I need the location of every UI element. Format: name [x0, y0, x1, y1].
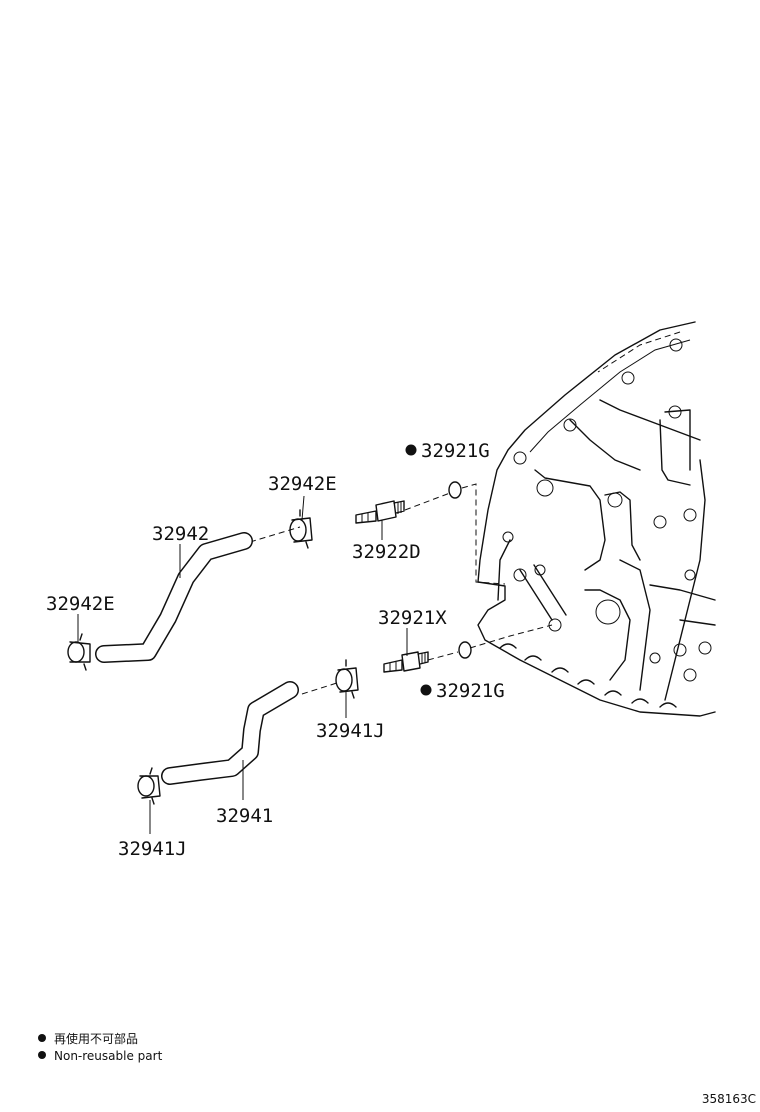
- upper-hose-assembly: [67, 481, 506, 671]
- legend-japanese: 再使用不可部品: [38, 1031, 138, 1047]
- union-fitting-icon: [383, 651, 429, 673]
- part-label-32941: 32941: [216, 805, 273, 827]
- part-label-32942E-top: 32942E: [268, 473, 337, 495]
- clamp-icon: [335, 659, 359, 699]
- clamp-icon: [137, 767, 161, 805]
- legend-jp-text: 再使用不可部品: [54, 1032, 139, 1046]
- non-reusable-dot-icon: [405, 444, 417, 456]
- non-reusable-dot-icon: [38, 1034, 46, 1042]
- legend-en-text: Non-reusable part: [54, 1049, 163, 1063]
- union-fitting-icon: [355, 500, 405, 524]
- part-label-32942: 32942: [152, 523, 209, 545]
- clamp-icon: [289, 509, 313, 549]
- part-label-32941J-mid: 32941J: [316, 720, 385, 742]
- o-ring-icon: [448, 481, 462, 499]
- leader-lines: [77, 495, 408, 834]
- reference-code: 358163C: [701, 1092, 756, 1106]
- part-label-32922D: 32922D: [352, 541, 421, 563]
- non-reusable-dot-icon: [38, 1051, 46, 1059]
- o-ring-icon: [458, 641, 472, 659]
- part-label-32941J-bottom: 32941J: [118, 838, 187, 860]
- non-reusable-dot-icon: [420, 684, 432, 696]
- part-label-32942E-left: 32942E: [46, 593, 115, 615]
- part-label-32921X: 32921X: [378, 607, 447, 629]
- clamp-icon: [67, 633, 91, 671]
- lower-hose-assembly: [137, 624, 553, 805]
- part-label-32921G-top: 32921G: [421, 440, 490, 462]
- part-label-32921G-bottom: 32921G: [436, 680, 505, 702]
- legend-english: Non-reusable part: [38, 1048, 162, 1064]
- engine-housing: [477, 321, 716, 717]
